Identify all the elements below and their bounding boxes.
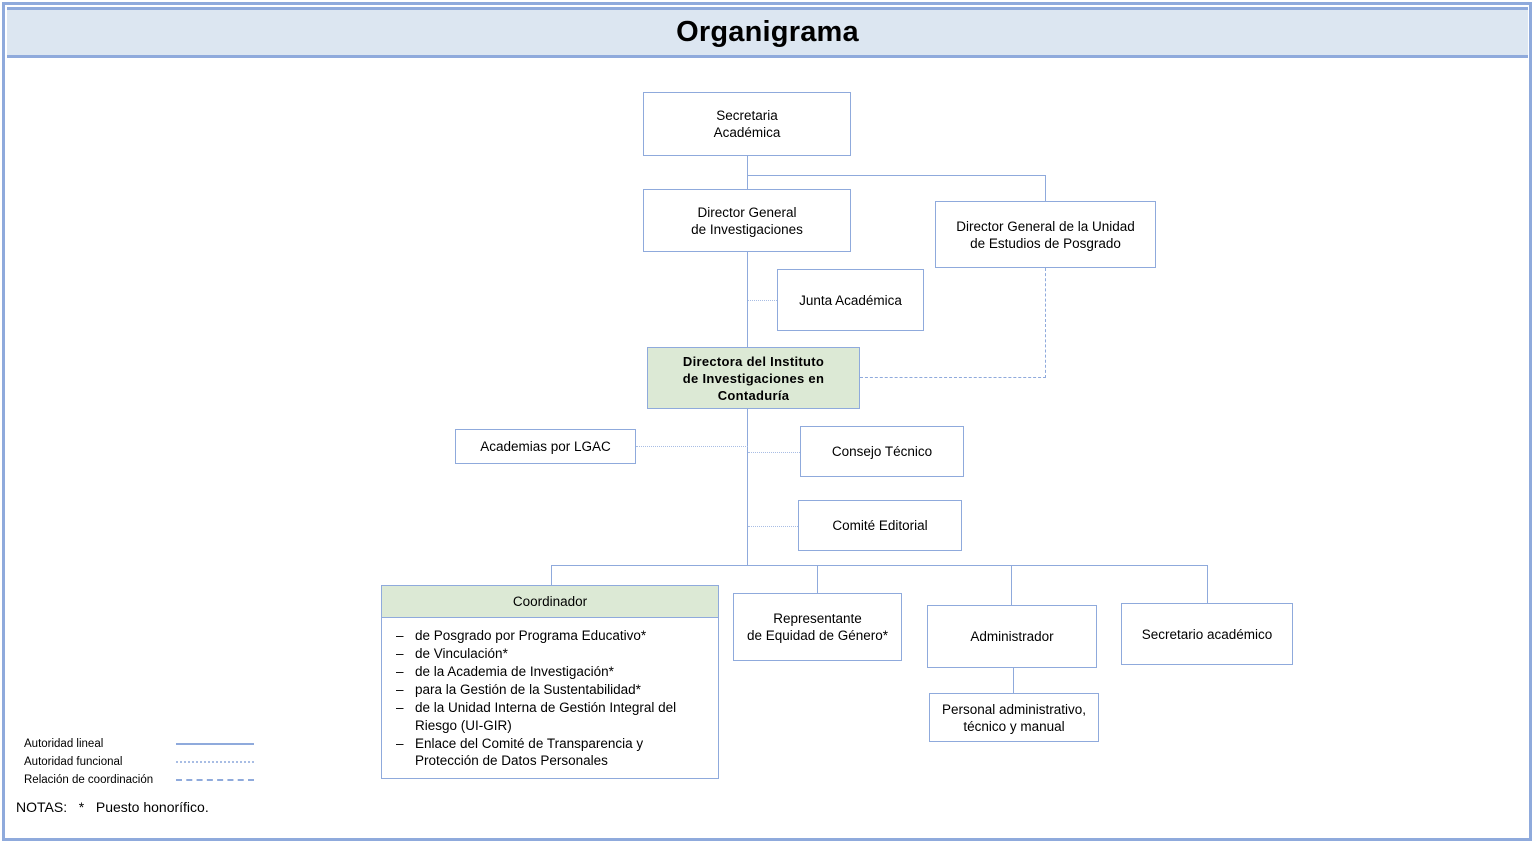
list-bullet: – (396, 646, 404, 661)
node-junta-academica[interactable]: Junta Académica (777, 269, 924, 331)
list-item-label: Enlace del Comité de Transparencia y Pro… (415, 735, 644, 769)
node-consejo-tecnico[interactable]: Consejo Técnico (800, 426, 964, 477)
legend-label: Autoridad funcional (24, 756, 123, 768)
list-item-label: para la Gestión de la Sustentabilidad* (415, 682, 641, 697)
legend-item-autoridad-funcional: Autoridad funcional (24, 753, 274, 771)
connector-secretario-down (1207, 565, 1208, 603)
node-secretario-academico[interactable]: Secretario académico (1121, 603, 1293, 665)
list-item: – de Vinculación* (392, 645, 710, 663)
legend: Autoridad lineal Autoridad funcional Rel… (24, 735, 274, 789)
legend-label: Relación de coordinación (24, 774, 154, 786)
legend-line-solid-icon (176, 738, 254, 750)
list-item: – para la Gestión de la Sustentabilidad* (392, 681, 710, 699)
list-item-label: de Vinculación* (415, 646, 508, 661)
connector-secretaria-down (747, 155, 748, 176)
connector-comite-dotted (748, 526, 798, 527)
node-secretaria-academica[interactable]: Secretaria Académica (643, 92, 851, 156)
legend-line-dashed-icon (176, 774, 254, 786)
connector-coordinacion-horizontal (860, 377, 1046, 378)
connector-administrador-down (1011, 565, 1012, 605)
connector-representante-down (817, 565, 818, 593)
legend-label: Autoridad lineal (24, 738, 104, 750)
node-label: Director General de Investigaciones (691, 204, 803, 237)
connector-bus-level1 (747, 175, 1046, 176)
list-bullet: – (396, 664, 404, 679)
list-item-label: de la Unidad Interna de Gestión Integral… (415, 700, 677, 733)
connector-academias-dotted (636, 446, 748, 447)
node-personal-administrativo[interactable]: Personal administrativo, técnico y manua… (929, 693, 1099, 742)
list-item-label: de la Academia de Investigación* (415, 664, 614, 679)
node-comite-editorial[interactable]: Comité Editorial (798, 500, 962, 551)
list-item: – Enlace del Comité de Transparencia y P… (392, 735, 710, 770)
list-bullet: – (396, 682, 404, 697)
connector-junta-dotted (748, 300, 777, 301)
notes-text: NOTAS: * Puesto honorífico. (16, 799, 209, 815)
connector-bus-bottom (551, 565, 1208, 566)
connector-dgi-down (747, 175, 748, 190)
coordinador-title: Coordinador (512, 594, 588, 609)
node-directora-instituto[interactable]: Directora del Instituto de Investigacion… (647, 347, 860, 409)
page-title: Organigrama (676, 16, 859, 48)
connector-consejo-dotted (748, 452, 800, 453)
node-label: Administrador (970, 629, 1054, 644)
page-title-bar: Organigrama (7, 7, 1528, 58)
node-label: Junta Académica (799, 292, 902, 308)
node-label: Comité Editorial (832, 518, 928, 533)
connector-spine-lower (747, 408, 748, 566)
node-representante-equidad[interactable]: Representante de Equidad de Género* (733, 593, 902, 661)
node-director-general-investigaciones[interactable]: Director General de Investigaciones (643, 189, 851, 252)
list-bullet: – (396, 700, 404, 715)
node-label: Consejo Técnico (831, 444, 933, 459)
connector-spine-upper (747, 251, 748, 348)
legend-item-relacion-coordinacion: Relación de coordinación (24, 771, 274, 789)
node-academias-lgac[interactable]: Academias por LGAC (455, 429, 636, 464)
node-label: Representante de Equidad de Género* (746, 611, 889, 643)
list-item: – de la Academia de Investigación* (392, 663, 710, 681)
list-bullet: – (396, 735, 404, 751)
coordinador-header: Coordinador (382, 586, 718, 618)
legend-line-dotted-icon (176, 756, 254, 768)
connector-coordinador-down (551, 565, 552, 585)
list-item-label: de Posgrado por Programa Educativo* (415, 628, 647, 643)
node-label: Secretaria Académica (713, 108, 781, 140)
node-label: Academias por LGAC (480, 439, 611, 454)
connector-dgup-down (1045, 175, 1046, 201)
node-director-general-posgrado[interactable]: Director General de la Unidad de Estudio… (935, 201, 1156, 268)
node-administrador[interactable]: Administrador (927, 605, 1097, 668)
node-label: Personal administrativo, técnico y manua… (941, 701, 1087, 734)
node-label: Director General de la Unidad de Estudio… (956, 218, 1135, 251)
list-item: – de la Unidad Interna de Gestión Integr… (392, 699, 710, 734)
node-label: Directora del Instituto de Investigacion… (682, 353, 825, 403)
list-item: – de Posgrado por Programa Educativo* (392, 627, 710, 645)
coordinador-item-list: – de Posgrado por Programa Educativo* – … (382, 618, 718, 778)
node-label: Secretario académico (1141, 626, 1273, 642)
list-bullet: – (396, 628, 404, 643)
connector-coordinacion-vertical (1045, 268, 1046, 378)
legend-item-autoridad-lineal: Autoridad lineal (24, 735, 274, 753)
node-coordinador[interactable]: Coordinador – de Posgrado por Programa E… (381, 585, 719, 779)
connector-personal-down (1013, 668, 1014, 693)
